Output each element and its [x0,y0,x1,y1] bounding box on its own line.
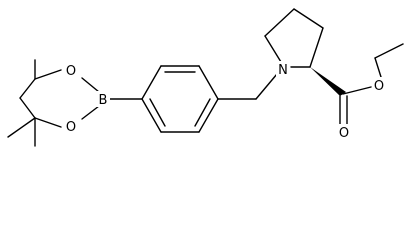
bond-b-to-o-bottom [81,105,100,120]
ester-group [339,43,404,125]
bond-ar-4 [198,98,219,133]
atom-label-nitrogen: N [276,61,290,78]
bond-o-top-to-b [81,77,100,93]
chemical-structure: O B O N O O [7,8,404,147]
benzene-ring [141,65,219,133]
bond-c3-to-c2 [309,27,324,68]
label-bg [64,62,78,78]
atom-o-ring-top: O [66,64,76,79]
atom-label-o-ester: O [372,77,386,94]
dioxaborinane-ring [7,59,100,147]
bond-ch2-to-ch3 [374,43,404,59]
bond-n-to-c5 [264,35,282,63]
bond-ar-double-3 [149,98,166,127]
atom-label-o-carbonyl: O [337,124,351,141]
label-bg [64,118,78,134]
pyrrolidine-ring [264,8,324,68]
label-bg [276,61,290,77]
bond-c5-to-c4 [264,8,295,37]
bond-o-ester-to-ch2 [374,57,382,78]
label-bg [337,124,351,140]
bond-cme2-to-ch2 [19,97,36,119]
bond-ch2-to-n [255,73,278,100]
bond-ar-3 [198,65,219,100]
atom-o-carbonyl: O [339,126,349,141]
atom-label-o-ring-top: O [64,62,78,79]
atom-label-o-ring-bottom: O [64,118,78,135]
atom-boron: B [99,93,108,108]
bond-ring-ch-to-o-top [34,69,62,80]
atom-nitrogen: N [278,63,288,78]
atom-o-ring-bottom: O [66,120,76,135]
bond-ar-6 [141,98,162,133]
bond-c4-to-c3 [293,8,324,29]
label-bg [96,91,110,107]
bond-ar-double-2 [194,98,211,127]
bond-ar-1 [141,65,162,100]
label-bg [372,77,386,93]
bond-ch2-to-ch [19,78,36,99]
bond-o-bottom-to-cme2 [34,117,62,128]
atom-label-boron: B [96,91,110,108]
stereo-wedge-bond [310,67,346,96]
bond-carbonyl-c-to-o-ester [342,86,372,95]
bond-methyl-left [7,117,36,138]
atom-o-ester: O [374,79,384,94]
